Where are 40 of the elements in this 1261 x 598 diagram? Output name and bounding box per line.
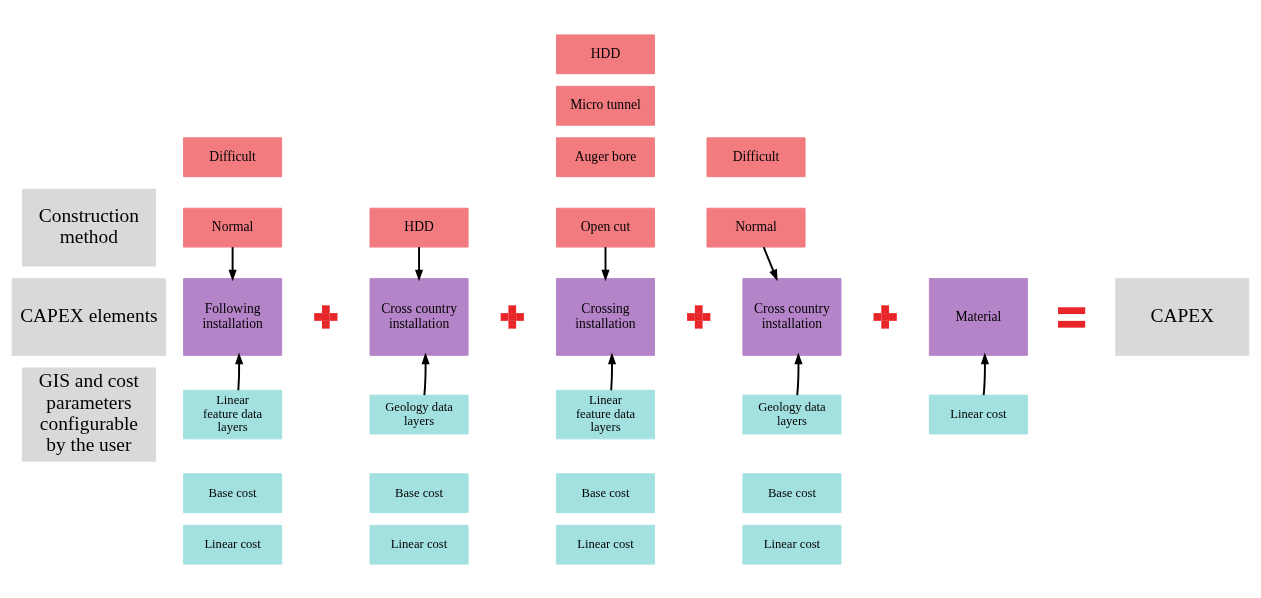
node-box: Construction method — [21, 188, 156, 266]
node-box: Linear feature data layers — [555, 389, 655, 439]
node-box: Linear feature data layers — [183, 389, 283, 439]
node-box: Geology data layers — [369, 394, 469, 434]
node-box: Difficult — [706, 136, 806, 177]
node-box: GIS and cost parameters configurable by the user — [21, 366, 156, 462]
node-box: Cross country installation — [742, 277, 842, 356]
node-box: Linear cost — [555, 524, 655, 565]
node-box: Linear cost — [742, 524, 842, 565]
node-box: CAPEX — [1115, 277, 1250, 356]
node-box: Cross country installation — [369, 277, 469, 356]
arrow — [762, 245, 778, 281]
node-box: Base cost — [369, 472, 469, 513]
node-box: Normal — [183, 207, 283, 248]
node-box: Base cost — [183, 472, 283, 513]
node-box: CAPEX elements — [11, 277, 167, 356]
node-box: Base cost — [555, 472, 655, 513]
node-box: Linear cost — [369, 524, 469, 565]
arrow — [228, 245, 237, 281]
node-box: Open cut — [555, 207, 655, 248]
arrow — [607, 352, 617, 391]
node-box: Normal — [706, 207, 806, 248]
node-box: Crossing installation — [555, 277, 655, 356]
arrow — [235, 352, 244, 391]
node-box: Linear cost — [928, 394, 1028, 434]
node-box: Auger bore — [555, 136, 655, 177]
arrow — [794, 352, 803, 396]
arrow — [601, 245, 610, 281]
node-box: Difficult — [183, 136, 283, 177]
arrow — [980, 352, 990, 396]
arrow — [421, 352, 430, 396]
node-box: Micro tunnel — [555, 85, 655, 126]
node-box: Following installation — [183, 277, 283, 356]
node-box: HDD — [369, 207, 469, 248]
node-box: Base cost — [742, 472, 842, 513]
node-box: Material — [928, 277, 1028, 356]
node-box: Geology data layers — [742, 394, 842, 434]
node-box: HDD — [555, 33, 655, 74]
arrow — [414, 245, 424, 281]
node-box: Linear cost — [183, 524, 283, 565]
